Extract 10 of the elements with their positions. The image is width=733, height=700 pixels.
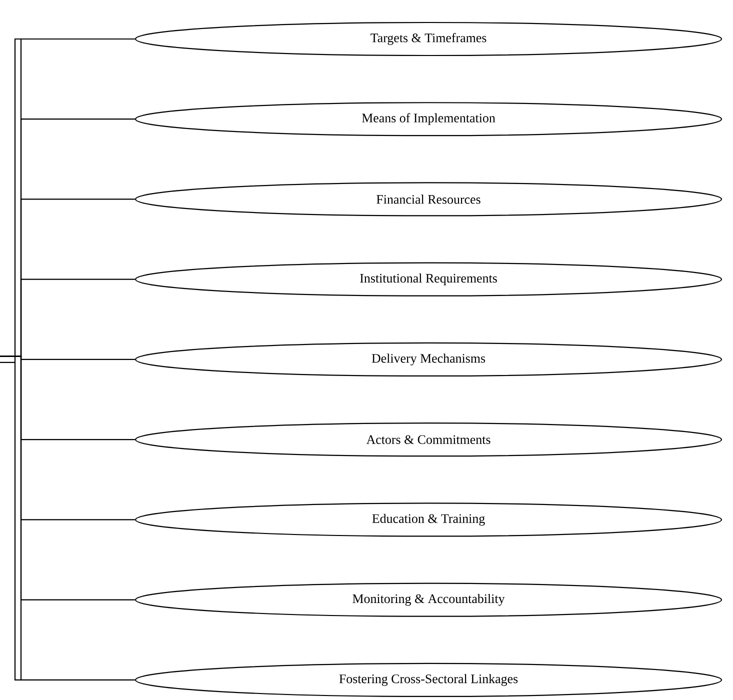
ellipse-node: Targets & Timeframes: [134, 22, 722, 56]
ellipse-node: Delivery Mechanisms: [134, 342, 722, 377]
connector-line: [0, 356, 135, 681]
ellipse-node: Fostering Cross-Sectoral Linkages: [134, 662, 722, 698]
ellipse-node: Means of Implementation: [134, 102, 722, 136]
ellipse-node: Actors & Commitments: [134, 422, 722, 457]
ellipse-node: Financial Resources: [134, 182, 722, 216]
ellipse-node: Education & Training: [134, 502, 722, 537]
ellipse-node: Monitoring & Accountability: [134, 582, 722, 617]
ellipse-node: Institutional Requirements: [134, 262, 722, 296]
